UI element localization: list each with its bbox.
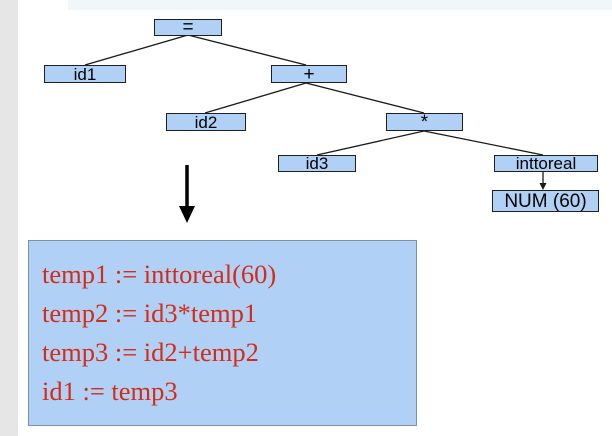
node-id1: id1 (44, 65, 126, 83)
edge-inttoreal-num-arrowhead (539, 183, 547, 190)
code-line: temp3 := id2+temp2 (42, 337, 259, 367)
node-num: NUM (60) (492, 190, 599, 212)
down-arrow-icon (179, 165, 195, 223)
edge-assign-id1 (84, 34, 189, 66)
code-box: temp1 := inttoreal(60) temp2 := id3*temp… (28, 240, 417, 426)
code-line: id1 := temp3 (42, 376, 178, 406)
edge-times-id3 (316, 130, 425, 156)
node-inttoreal: inttoreal (494, 155, 598, 172)
node-assign: = (154, 18, 222, 37)
edge-times-inttoreal (423, 130, 544, 156)
node-id3: id3 (278, 155, 356, 172)
top-band (68, 0, 612, 10)
edge-assign-plus (187, 34, 307, 66)
side-strip (0, 0, 18, 436)
code-line: temp1 := inttoreal(60) (42, 259, 277, 289)
node-times: * (386, 113, 463, 132)
edge-plus-times (305, 82, 425, 114)
code-line: temp2 := id3*temp1 (42, 298, 258, 328)
edge-plus-id2 (204, 82, 307, 114)
node-plus: + (271, 65, 347, 84)
node-id2: id2 (166, 113, 246, 131)
